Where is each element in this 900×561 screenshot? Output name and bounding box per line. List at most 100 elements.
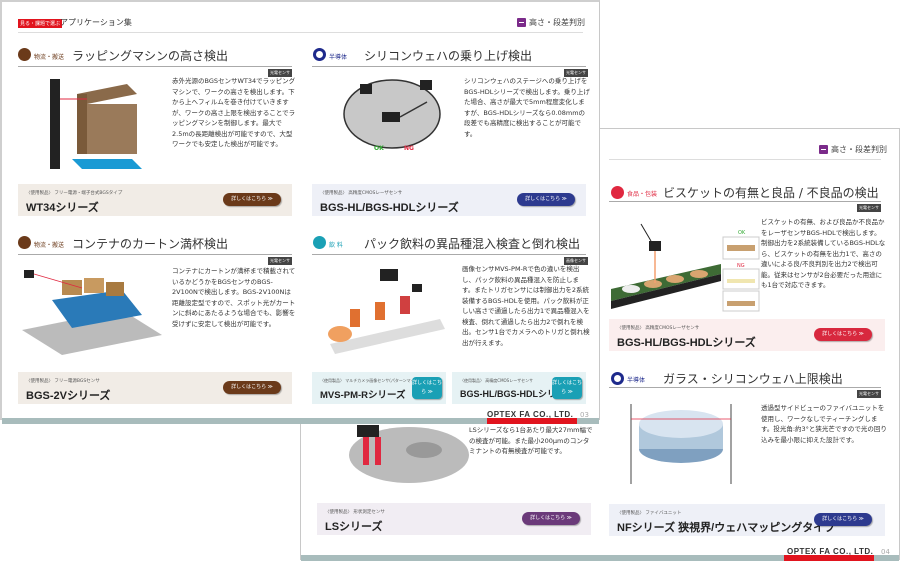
wafer-illustration: OK NG — [332, 72, 462, 182]
page-number: 04 — [881, 548, 890, 556]
svg-text:OK: OK — [738, 230, 746, 236]
beverage-line-illustration — [320, 264, 450, 364]
disc-inspection-illustration — [349, 425, 469, 495]
section-divider — [18, 254, 292, 255]
semiconductor-icon — [611, 372, 624, 385]
beverage-icon — [313, 236, 326, 249]
sensor-tag: 画像センサ — [564, 257, 588, 265]
product-name: BGS-HL/BGS-HDLシリーズ — [617, 337, 756, 349]
section-description: ビスケットの有無、および良品か不良品かをレーザセンサBGS-HDLで検出します。… — [761, 218, 886, 289]
section-divider — [18, 66, 292, 67]
height-category-icon — [819, 145, 828, 154]
wafer-stack-illustration — [621, 394, 741, 494]
product-subtitle: 〈使用製品〉 高精度CMOSレーザセンサ — [460, 378, 534, 383]
details-button[interactable]: 詳しくはこちら ≫ — [223, 381, 281, 394]
footer-bar — [301, 555, 899, 561]
product-name: MVS-PM-Rシリーズ — [320, 390, 406, 401]
section-title: シリコンウェハの乗り上げ検出 — [364, 49, 533, 63]
details-button[interactable]: 詳しくはこちら ≫ — [522, 512, 580, 525]
svg-text:NG: NG — [404, 145, 414, 152]
section-description: 透過型サイドビューのファイバユニットを使用し、ワークなしでティーチングします。投… — [761, 404, 887, 444]
product-subtitle: 〈使用製品〉 高精度CMOSレーザセンサ — [320, 191, 403, 196]
height-category-icon — [517, 18, 526, 27]
section-divider — [312, 254, 586, 255]
header-divider — [609, 159, 881, 160]
section-title: ガラス・シリコンウェハ上限検出 — [663, 372, 843, 386]
product-box: 〈使用製品〉 形状測定センサ LSシリーズ 詳しくはこちら ≫ — [317, 503, 591, 535]
product-subtitle: 〈使用製品〉 ファイバユニット — [617, 511, 682, 516]
biscuit-illustration: OK NG — [611, 219, 761, 319]
product-box: 〈使用製品〉 フリー電源BGSセンサ BGS-2Vシリーズ 詳しくはこちら ≫ — [18, 372, 292, 404]
footer-accent — [784, 555, 874, 561]
food-packaging-icon — [611, 186, 624, 199]
product-box: 〈使用製品〉 高精度CMOSレーザセンサ BGS-HL/BGS-HDLシリーズ … — [312, 184, 586, 216]
section-title: コンテナのカートン満杯検出 — [72, 237, 229, 251]
brochure-page-03: 見る・課題で選ぶ アプリケーション集 高さ・段差判別 物流・搬送 ラッピングマシ… — [0, 0, 600, 424]
product-subtitle: 〈使用製品〉 形状測定センサ — [325, 510, 385, 515]
sensor-tag: 光電センサ — [857, 390, 881, 398]
section-tag: 物流・搬送 — [34, 54, 65, 61]
product-name: LSシリーズ — [325, 521, 383, 533]
section-description: LSシリーズなら1台あたり最大27mm幅での検査が可能。また最小200μmのコン… — [469, 426, 593, 455]
category-label: 高さ・段差判別 — [529, 18, 585, 27]
section-tag: 飲 料 — [329, 242, 343, 249]
product-box: 〈使用製品〉 高精度CMOSレーザセンサ BGS-HL/BGS-HDLシリーズ … — [609, 319, 885, 351]
category-heading: 高さ・段差判別 — [517, 17, 585, 28]
details-button[interactable]: 詳しくはこちら ≫ — [223, 193, 281, 206]
header-badge: 見る・課題で選ぶ — [18, 19, 63, 28]
product-subtitle: 〈使用製品〉 フリー電源・端子台式BGSタイプ — [26, 191, 123, 196]
details-button[interactable]: 詳しくはこちら ≫ — [814, 513, 872, 526]
product-box: 〈使用製品〉 フリー電源・端子台式BGSタイプ WT34シリーズ 詳しくはこちら… — [18, 184, 292, 216]
page-header-title: アプリケーション集 — [60, 18, 132, 27]
company-name: OPTEX FA CO., LTD. — [487, 410, 574, 419]
page-number: 03 — [580, 411, 589, 419]
category-label: 高さ・段差判別 — [831, 145, 887, 154]
company-name: OPTEX FA CO., LTD. — [787, 547, 874, 556]
section-title: ビスケットの有無と良品 / 不良品の検出 — [663, 186, 879, 200]
product-subtitle: 〈使用製品〉 フリー電源BGSセンサ — [26, 379, 100, 384]
section-divider — [609, 201, 881, 202]
section-tag: 物流・搬送 — [34, 242, 65, 249]
logistics-icon — [18, 48, 31, 61]
details-button[interactable]: 詳しくはこちら ≫ — [814, 328, 872, 341]
product-name: BGS-2Vシリーズ — [26, 390, 111, 402]
product-subtitle: 〈使用製品〉 高精度CMOSレーザセンサ — [617, 326, 700, 331]
section-description: 画像センサMVS-PM-Rで色の違いを検出し、パック飲料の異品種混入を防止します… — [462, 265, 590, 347]
product-box: 〈使用製品〉 ファイバユニット NFシリーズ 狭視界/ウェハマッピングタイプ 詳… — [609, 504, 885, 536]
footer-accent — [487, 418, 577, 424]
logistics-icon — [18, 236, 31, 249]
product-name: NFシリーズ 狭視界/ウェハマッピングタイプ — [617, 522, 836, 534]
sensor-tag: 光電センサ — [268, 257, 292, 265]
svg-text:NG: NG — [737, 263, 745, 269]
footer-bar — [2, 418, 599, 424]
product-name: BGS-HL/BGS-HDLシリーズ — [320, 202, 459, 214]
sensor-tag: 光電センサ — [857, 204, 881, 212]
section-description: 赤外光源のBGSセンサWT34でラッピングマシンで、ワークの高さを検出します。下… — [172, 77, 296, 148]
section-description: コンテナにカートンが満杯まで積載されているかどうかをBGSセンサのBGS-2V1… — [172, 267, 296, 328]
sensor-tag: 光電センサ — [268, 69, 292, 77]
svg-text:OK: OK — [374, 145, 384, 152]
section-divider — [312, 66, 586, 67]
header-divider — [18, 32, 583, 33]
section-title: ラッピングマシンの高さ検出 — [72, 49, 229, 63]
section-title: パック飲料の異品種混入検査と倒れ検出 — [364, 237, 581, 251]
section-tag: 半導体 — [627, 377, 646, 384]
sensor-tag: 光電センサ — [564, 69, 588, 77]
wrapping-machine-illustration — [32, 74, 152, 174]
product-subtitle: 〈使用製品〉 マルチカメラ画像センサ(パターンマッチング) — [320, 378, 429, 383]
section-tag: 半導体 — [329, 54, 348, 61]
product-box: 〈使用製品〉 マルチカメラ画像センサ(パターンマッチング) MVS-PM-Rシリ… — [312, 372, 446, 404]
container-illustration — [22, 260, 162, 355]
product-name: WT34シリーズ — [26, 202, 99, 214]
details-button[interactable]: 詳しくはこちら ≫ — [552, 377, 582, 399]
semiconductor-icon — [313, 48, 326, 61]
section-tag: 食品・包装 — [627, 191, 658, 198]
details-button[interactable]: 詳しくはこちら ≫ — [412, 377, 442, 399]
product-name: BGS-HL/BGS-HDLシリーズ — [460, 389, 574, 399]
details-button[interactable]: 詳しくはこちら ≫ — [517, 193, 575, 206]
section-description: シリコンウェハのステージへの乗り上げをBGS-HDLシリーズで検出します。乗り上… — [464, 77, 590, 138]
category-heading: 高さ・段差判別 — [819, 144, 887, 155]
section-divider — [609, 387, 881, 388]
product-box: 〈使用製品〉 高精度CMOSレーザセンサ BGS-HL/BGS-HDLシリーズ … — [452, 372, 586, 404]
brochure-page-04: 高さ・段差判別 食品・包装 ビスケットの有無と良品 / 不良品の検出 光電センサ… — [300, 128, 900, 561]
